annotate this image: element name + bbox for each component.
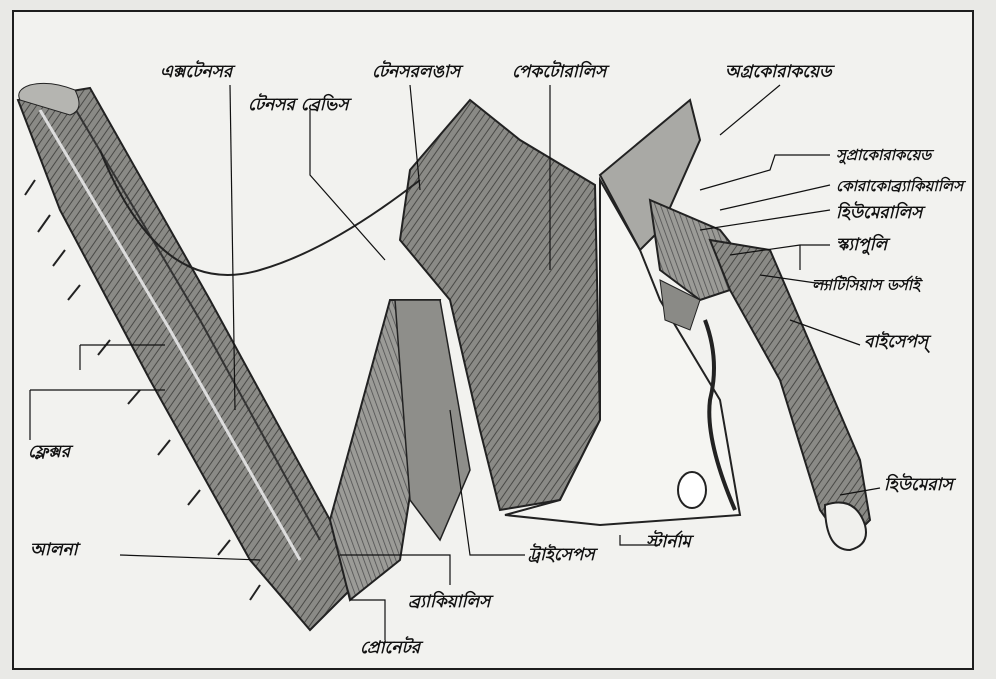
label-brachialis: ব্র্যাকিয়ালিস [408, 592, 490, 612]
label-tensor-brevis: টেনসর ব্রেভিস [248, 95, 349, 115]
label-extensor: এক্সটেনসর [160, 62, 232, 82]
label-latissimus-dorsi: ল্যাটিসিয়াস ডর্সাই [812, 275, 920, 295]
label-tensor-longus: টেনসরলঙাস [372, 62, 460, 82]
label-sternum: স্টার্নাম [646, 532, 691, 552]
label-supracoracoid: সুপ্রাকোরাকয়েড [836, 145, 931, 165]
label-pectoralis: পেকটোরালিস [512, 62, 606, 82]
label-biceps: বাইসেপস্ [864, 332, 928, 352]
label-acrocoracoid: অগ্রকোরাকয়েড [725, 62, 832, 82]
label-humerus: হিউমেরাস [884, 475, 953, 495]
label-ulna: আলনা [30, 540, 78, 560]
label-triceps: ট্রাইসেপস [528, 545, 595, 565]
label-scapula: স্ক্যাপুলি [836, 235, 887, 255]
label-flexor: ফ্লেক্সর [28, 442, 70, 462]
label-coracobrachialis: কোরাকোব্র্যাকিয়ালিস [836, 176, 963, 196]
label-pronator: প্রোনেটর [360, 638, 420, 658]
label-humeralis: হিউমেরালিস [836, 203, 922, 223]
